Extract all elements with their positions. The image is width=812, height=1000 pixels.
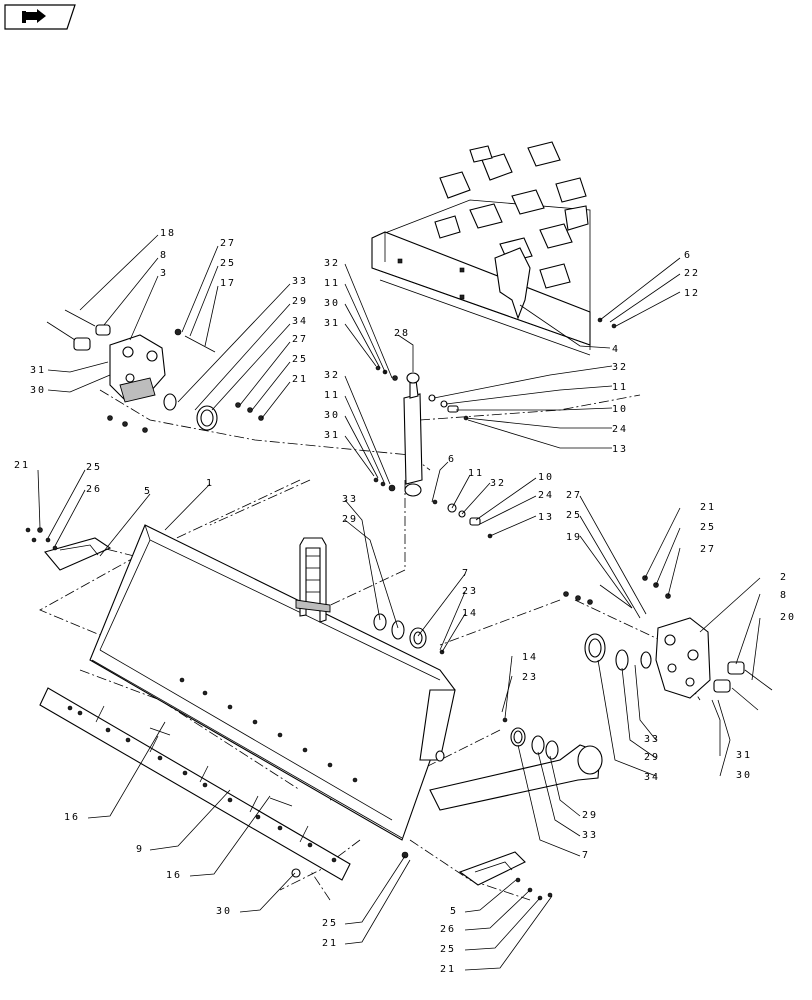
- callout-23: 23: [462, 586, 478, 597]
- left-pivot-bracket-assembly: [46, 309, 264, 433]
- callout-2: 2: [780, 572, 788, 583]
- callout-14: 14: [522, 652, 538, 663]
- callout-25: 25: [440, 944, 456, 955]
- callout-8: 8: [780, 590, 788, 601]
- callout-33: 33: [292, 276, 308, 287]
- roller-drum-assembly: [371, 141, 591, 356]
- callout-11: 11: [612, 382, 628, 393]
- callout-21: 21: [322, 938, 338, 949]
- callout-32: 32: [324, 258, 340, 269]
- callout-25: 25: [322, 918, 338, 929]
- callout-12: 12: [684, 288, 700, 299]
- callout-11: 11: [324, 278, 340, 289]
- callout-31: 31: [736, 750, 752, 761]
- callout-25: 25: [292, 354, 308, 365]
- callout-24: 24: [612, 424, 628, 435]
- callout-10: 10: [612, 404, 628, 415]
- callout-13: 13: [538, 512, 554, 523]
- callout-32: 32: [490, 478, 506, 489]
- callout-30: 30: [324, 298, 340, 309]
- callout-29: 29: [292, 296, 308, 307]
- callout-29: 29: [582, 810, 598, 821]
- callout-4: 4: [612, 344, 620, 355]
- right-pivot-bracket-assembly: [563, 575, 773, 711]
- callout-33: 33: [644, 734, 660, 745]
- push-arm: [429, 744, 603, 811]
- callout-32: 32: [612, 362, 628, 373]
- drum-pads: [434, 141, 589, 289]
- hydraulic-cylinder-assembly: [373, 317, 617, 539]
- callout-14: 14: [462, 608, 478, 619]
- callout-22: 22: [684, 268, 700, 279]
- callout-29: 29: [342, 514, 358, 525]
- callout-10: 10: [538, 472, 554, 483]
- callout-21: 21: [700, 502, 716, 513]
- back-arrow-icon: [4, 4, 76, 30]
- callout-1: 1: [206, 478, 214, 489]
- callout-25: 25: [86, 462, 102, 473]
- callout-23: 23: [522, 672, 538, 683]
- callout-3: 3: [160, 268, 168, 279]
- callout-18: 18: [160, 228, 176, 239]
- cylinder-mount-bracket: [494, 247, 531, 320]
- dozer-blade: [89, 524, 456, 841]
- callout-20: 20: [780, 612, 796, 623]
- lower-washer-set: [373, 613, 559, 760]
- callout-21: 21: [14, 460, 30, 471]
- callout-11: 11: [324, 390, 340, 401]
- left-end-bit: [25, 527, 112, 571]
- callout-34: 34: [644, 772, 660, 783]
- callout-31: 31: [324, 430, 340, 441]
- callout-6: 6: [684, 250, 692, 261]
- callout-25: 25: [220, 258, 236, 269]
- callout-9: 9: [136, 844, 144, 855]
- callout-31: 31: [324, 318, 340, 329]
- callout-21: 21: [292, 374, 308, 385]
- callout-28: 28: [394, 328, 410, 339]
- callout-5: 5: [450, 906, 458, 917]
- callout-33: 33: [342, 494, 358, 505]
- callout-25: 25: [566, 510, 582, 521]
- callout-6: 6: [448, 454, 456, 465]
- callout-11: 11: [468, 468, 484, 479]
- back-button[interactable]: [4, 4, 76, 30]
- callout-17: 17: [220, 278, 236, 289]
- cutting-edge-plate: [39, 687, 351, 881]
- callout-7: 7: [582, 850, 590, 861]
- callout-32: 32: [324, 370, 340, 381]
- callout-31: 31: [30, 365, 46, 376]
- callout-27: 27: [292, 334, 308, 345]
- callout-30: 30: [736, 770, 752, 781]
- callout-13: 13: [612, 444, 628, 455]
- callout-16: 16: [64, 812, 80, 823]
- callout-5: 5: [144, 486, 152, 497]
- callout-30: 30: [324, 410, 340, 421]
- callout-27: 27: [700, 544, 716, 555]
- callout-7: 7: [462, 568, 470, 579]
- callout-26: 26: [440, 924, 456, 935]
- callout-34: 34: [292, 316, 308, 327]
- callout-19: 19: [566, 532, 582, 543]
- callout-8: 8: [160, 250, 168, 261]
- callout-labels: 18 8 3 27 25 17 33 29 34 27 25 21 31 30 …: [14, 228, 796, 975]
- callout-29: 29: [644, 752, 660, 763]
- callout-16: 16: [166, 870, 182, 881]
- callout-24: 24: [538, 490, 554, 501]
- callout-30: 30: [216, 906, 232, 917]
- callout-27: 27: [220, 238, 236, 249]
- right-end-bit: [401, 851, 553, 901]
- callout-33: 33: [582, 830, 598, 841]
- callout-25: 25: [700, 522, 716, 533]
- callout-21: 21: [440, 964, 456, 975]
- callout-26: 26: [86, 484, 102, 495]
- callout-30: 30: [30, 385, 46, 396]
- leader-lines: [37, 234, 761, 971]
- callout-27: 27: [566, 490, 582, 501]
